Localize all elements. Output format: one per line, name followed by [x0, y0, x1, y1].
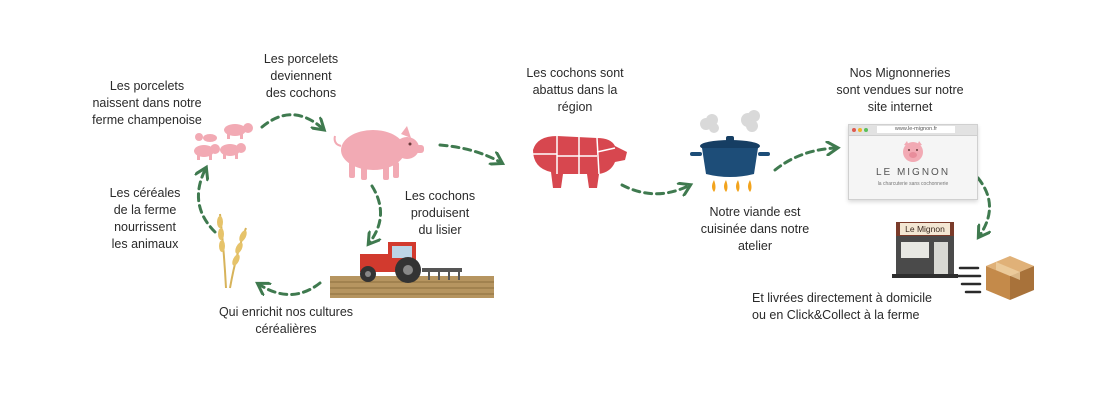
window-dot-icon — [852, 128, 856, 132]
shop-window — [901, 242, 929, 258]
website-window: www.le-mignon.fr LE MIGNON la charcuteri… — [848, 124, 978, 200]
step-slaughter-label: Les cochons sont abattus dans la région — [526, 66, 624, 114]
wheat-icon — [217, 213, 247, 289]
shop-icon: Le Mignon — [892, 222, 958, 278]
arrow-birth-to-grow — [260, 113, 322, 128]
url-bar: www.le-mignon.fr — [877, 126, 955, 133]
arrow-grow-to-slaughter — [438, 143, 500, 162]
piglets-icon — [194, 123, 253, 160]
browser-bar: www.le-mignon.fr — [849, 125, 977, 136]
arrow-sell-to-deliver — [976, 176, 990, 235]
arrow-manure-to-enrich — [260, 281, 322, 295]
shop-sign: Le Mignon — [900, 223, 950, 235]
cooking-pot-icon — [690, 110, 770, 192]
step-deliver-label: Et livrées directement à domicile ou en … — [752, 291, 932, 322]
step-grow-label: Les porcelets deviennent des cochons — [263, 52, 339, 100]
arrow-enrich-to-cereals — [198, 170, 217, 234]
step-cook-label: Notre viande est cuisinée dans notre ate… — [700, 205, 810, 253]
step-cereals-label: Les céréales de la ferme nourrissent les… — [109, 186, 181, 251]
shop-door — [934, 242, 948, 276]
step-birth-label: Les porcelets naissent dans notre ferme … — [92, 79, 202, 127]
meat-cuts-pig-icon — [533, 136, 627, 188]
step-manure-label: Les cochons produisent du lisier — [404, 189, 476, 237]
website-tagline: la charcuterie sans cochonnerie — [877, 181, 949, 187]
step-enrich-label: Qui enrichit nos cultures céréalières — [218, 305, 354, 336]
arrow-cook-to-sell — [773, 148, 835, 172]
window-dot-icon — [864, 128, 868, 132]
delivery-box-icon — [958, 256, 1034, 300]
tractor-icon — [330, 242, 494, 298]
window-dot-icon — [858, 128, 862, 132]
arrow-grow-to-manure — [370, 184, 382, 242]
arrow-slaughter-to-cook — [620, 185, 688, 194]
step-sell-label: Nos Mignonneries sont vendues sur notre … — [836, 66, 964, 114]
shop-base — [892, 274, 958, 278]
pig-logo-icon — [903, 141, 923, 162]
website-brand: LE MIGNON — [875, 167, 951, 178]
pig-icon — [333, 126, 424, 180]
